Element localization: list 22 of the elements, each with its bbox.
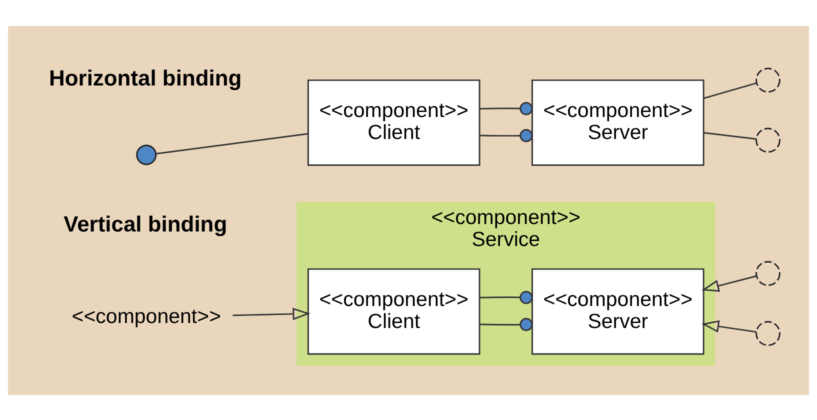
connector: [480, 290, 533, 304]
node-box: <<component>> Server: [532, 78, 704, 166]
connector: [480, 128, 533, 142]
connector: [480, 102, 533, 115]
arrow: [232, 307, 310, 320]
node-semicircle: [756, 67, 780, 92]
node-semicircle: [756, 260, 780, 286]
connector: [156, 132, 308, 154]
node-semicircle: [756, 320, 780, 346]
arrow: [702, 274, 756, 292]
node-box: <<component>> Server: [532, 268, 704, 354]
node-box: <<component>> Client: [307, 268, 480, 354]
label: Vertical binding: [64, 211, 228, 236]
connector: [703, 82, 757, 98]
arrow: [702, 320, 756, 332]
node-circle: [136, 144, 157, 165]
connector: [704, 131, 756, 140]
node-semicircle: [756, 127, 780, 152]
connector: [480, 317, 533, 331]
node-text: <<component>>: [72, 304, 222, 328]
label: Horizontal binding: [49, 64, 242, 90]
node-box: <<component>> Client: [307, 78, 480, 166]
